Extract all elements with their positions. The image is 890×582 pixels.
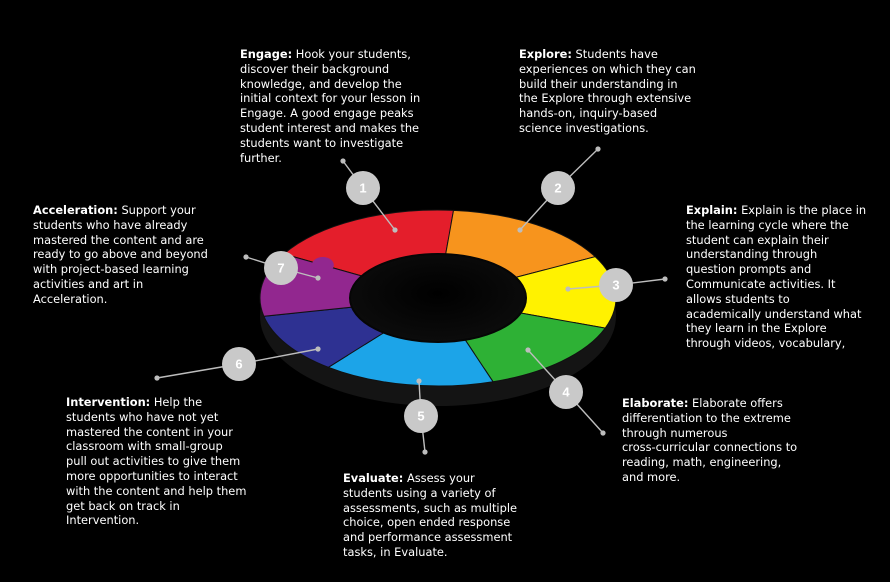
stage-acceleration-text: Support your students who have already m… xyxy=(33,203,208,306)
connector-dot-end-6 xyxy=(154,375,160,381)
stage-badge-number-1: 1 xyxy=(359,181,366,196)
connector-dot-end-4 xyxy=(600,430,606,436)
stage-badge-circle-7 xyxy=(264,251,298,285)
connector-dot-ring-6 xyxy=(315,346,321,352)
stage-badge-2: 2 xyxy=(541,171,575,205)
number-badges: 1 2 3 4 5 6 7 xyxy=(222,171,633,433)
connector-dot-ring-3 xyxy=(565,286,571,292)
stage-elaborate-title: Elaborate: xyxy=(622,396,689,410)
connector-dot-ring-1 xyxy=(392,227,398,233)
stage-acceleration-title: Acceleration: xyxy=(33,203,118,217)
stage-badge-number-2: 2 xyxy=(554,181,561,196)
stage-elaborate-text: Elaborate offers differentiation to the … xyxy=(622,396,798,484)
connector-dot-ring-4 xyxy=(525,347,531,353)
connector-dot-ring-5 xyxy=(416,378,422,384)
stage-intervention-text: Help the students who have not yet maste… xyxy=(66,395,247,528)
connector-dot-ring-7 xyxy=(315,275,321,281)
stage-badge-circle-1 xyxy=(346,171,380,205)
stage-intervention-description: Intervention: Help the students who have… xyxy=(66,395,246,528)
stage-badge-circle-4 xyxy=(549,375,583,409)
stage-explore-description: Explore: Students have experiences on wh… xyxy=(519,47,696,136)
stage-badge-6: 6 xyxy=(222,347,256,381)
stage-badge-3: 3 xyxy=(599,268,633,302)
stage-engage-text: Hook your students, discover their backg… xyxy=(240,47,421,165)
stage-badge-number-6: 6 xyxy=(235,357,242,372)
stage-badge-circle-5 xyxy=(404,399,438,433)
stage-explain-description: Explain: Explain is the place in the lea… xyxy=(686,203,866,351)
stage-explain-title: Explain: xyxy=(686,203,738,217)
stage-badge-number-7: 7 xyxy=(277,261,284,276)
connector-dot-end-2 xyxy=(595,146,601,152)
connector-dot-end-5 xyxy=(422,449,428,455)
connector-dot-end-1 xyxy=(340,158,346,164)
stage-engage-description: Engage: Hook your students, discover the… xyxy=(240,47,420,165)
stage-badge-number-5: 5 xyxy=(417,409,424,424)
stage-explore-text: Students have experiences on which they … xyxy=(519,47,696,135)
stage-badge-number-3: 3 xyxy=(612,278,619,293)
stage-badge-circle-2 xyxy=(541,171,575,205)
stage-badge-1: 1 xyxy=(346,171,380,205)
puzzle-knob-acceleration xyxy=(311,257,334,273)
stage-evaluate-description: Evaluate: Assess your students using a v… xyxy=(343,471,517,560)
stage-badge-circle-3 xyxy=(599,268,633,302)
connector-dot-end-7 xyxy=(243,254,249,260)
stage-explore-title: Explore: xyxy=(519,47,572,61)
stage-badge-5: 5 xyxy=(404,399,438,433)
stage-elaborate-description: Elaborate: Elaborate offers differentiat… xyxy=(622,396,797,485)
stage-acceleration-description: Acceleration: Support your students who … xyxy=(33,203,208,307)
stage-badge-4: 4 xyxy=(549,375,583,409)
stage-badge-number-4: 4 xyxy=(562,385,570,400)
stage-intervention-title: Intervention: xyxy=(66,395,151,409)
ring-hole xyxy=(349,253,527,343)
stage-badge-circle-6 xyxy=(222,347,256,381)
stage-engage-title: Engage: xyxy=(240,47,293,61)
stage-explain-text: Explain is the place in the learning cyc… xyxy=(686,203,867,351)
stage-evaluate-title: Evaluate: xyxy=(343,471,404,485)
connector-dot-end-3 xyxy=(662,276,668,282)
stage-evaluate-text: Assess your students using a variety of … xyxy=(343,471,517,559)
connector-dot-ring-2 xyxy=(517,227,523,233)
stage-badge-7: 7 xyxy=(264,251,298,285)
